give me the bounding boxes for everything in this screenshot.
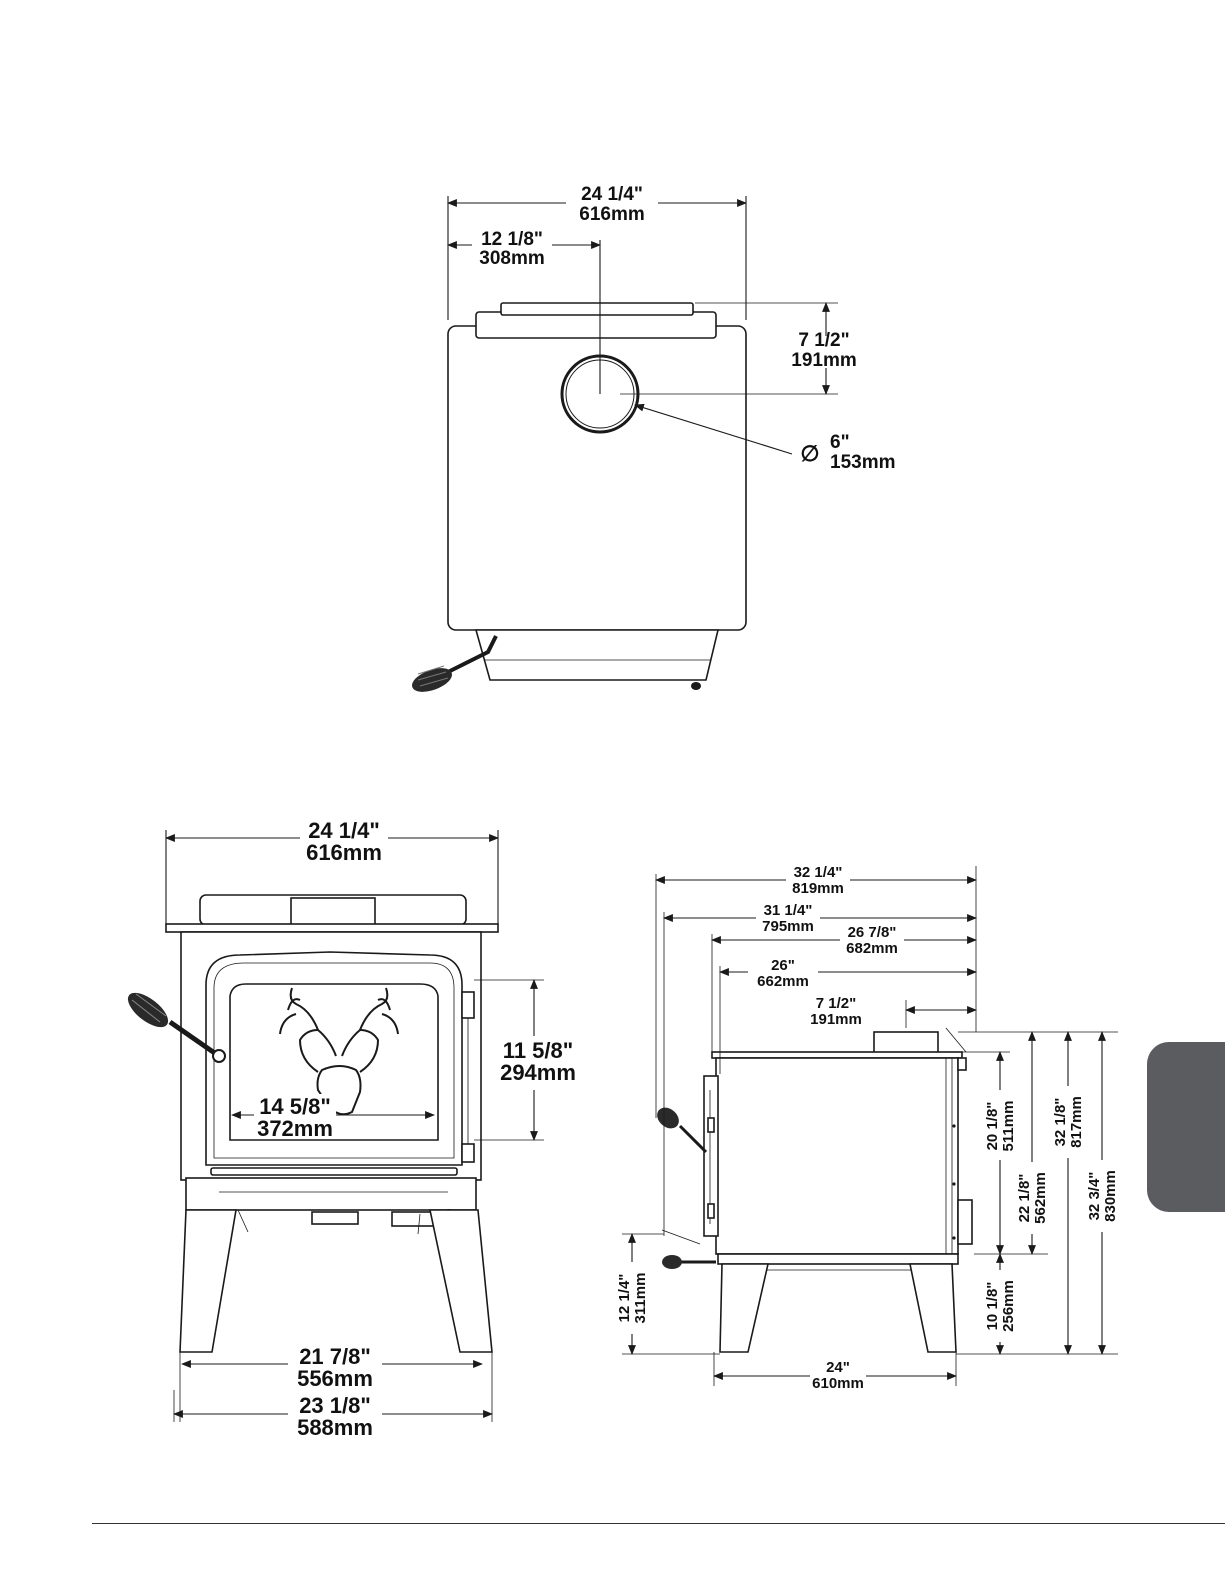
top-view: 24 1/4" 616mm 12 1/8" 308mm 7 1/2" 191mm… bbox=[409, 180, 896, 697]
flue-dia-mm: 153mm bbox=[830, 452, 896, 473]
flue-center-mm: 308mm bbox=[479, 248, 545, 269]
ash-lip bbox=[211, 1168, 457, 1175]
side-air-knob bbox=[662, 1255, 682, 1269]
front-width-mm: 616mm bbox=[306, 840, 382, 865]
hinge-bottom bbox=[462, 1144, 474, 1162]
side-d1-mm: 819mm bbox=[792, 880, 844, 897]
side-body bbox=[716, 1058, 958, 1254]
front-handle-knob bbox=[122, 987, 173, 1034]
side-h-total-mm: 830mm bbox=[1102, 1170, 1119, 1222]
side-d5-in: 7 1/2" bbox=[816, 995, 856, 1012]
section-tab bbox=[1147, 1042, 1225, 1212]
side-d5-mm: 191mm bbox=[810, 1011, 862, 1028]
side-d2-in: 31 1/4" bbox=[764, 902, 813, 919]
front-view: 24 1/4" 616mm 11 5/8" 294mm 14 5/8" 372m… bbox=[122, 817, 576, 1440]
side-handle-knob bbox=[653, 1103, 683, 1132]
side-leg-back bbox=[910, 1264, 956, 1352]
flue-dia-in: 6" bbox=[830, 432, 850, 453]
side-h-top-in: 32 1/8" bbox=[1052, 1098, 1069, 1147]
side-h-leg-in: 10 1/8" bbox=[984, 1282, 1001, 1331]
flue-depth-in: 7 1/2" bbox=[798, 330, 849, 351]
footer-rule bbox=[92, 1523, 1225, 1524]
side-d3-mm: 682mm bbox=[846, 940, 898, 957]
side-base bbox=[718, 1254, 958, 1264]
side-h-mid-in: 22 1/8" bbox=[1016, 1174, 1033, 1223]
side-d4-in: 26" bbox=[771, 957, 795, 974]
front-top-plate bbox=[166, 924, 498, 932]
door-height-mm: 294mm bbox=[500, 1060, 576, 1085]
top-view-top-grill bbox=[501, 303, 693, 315]
side-h-handle-in: 12 1/4" bbox=[616, 1274, 633, 1323]
side-d1-in: 32 1/4" bbox=[794, 864, 843, 881]
side-h-body-mm: 511mm bbox=[1000, 1101, 1017, 1152]
side-h-handle-mm: 311mm bbox=[632, 1273, 649, 1324]
side-h-mid-mm: 562mm bbox=[1032, 1172, 1049, 1224]
hinge-top bbox=[462, 992, 474, 1018]
top-view-handle-knob bbox=[409, 663, 455, 696]
side-d2-mm: 795mm bbox=[762, 918, 814, 935]
front-ash-box bbox=[186, 1178, 476, 1210]
top-view-base bbox=[476, 630, 718, 680]
side-h-top-mm: 817mm bbox=[1068, 1096, 1085, 1148]
top-width-in: 24 1/4" bbox=[581, 184, 643, 205]
front-leg-left bbox=[180, 1210, 236, 1352]
side-d3-in: 26 7/8" bbox=[848, 924, 897, 941]
side-h-leg-mm: 256mm bbox=[1000, 1280, 1017, 1332]
side-leg-span-mm: 610mm bbox=[812, 1375, 864, 1392]
side-h-total-in: 32 3/4" bbox=[1086, 1172, 1103, 1221]
top-view-plate bbox=[476, 312, 716, 338]
front-ash-pan bbox=[312, 1212, 358, 1224]
side-leg-front bbox=[720, 1264, 768, 1352]
door-width-mm: 372mm bbox=[257, 1116, 333, 1141]
front-top-vent bbox=[291, 898, 375, 926]
top-width-mm: 616mm bbox=[579, 204, 645, 225]
side-view: 32 1/4" 819mm 31 1/4" 795mm 26 7/8" 682m… bbox=[616, 862, 1120, 1392]
front-leg-right bbox=[430, 1210, 492, 1352]
flue-center-in: 12 1/8" bbox=[481, 229, 543, 250]
side-top-vent bbox=[874, 1032, 938, 1054]
flue-depth-mm: 191mm bbox=[791, 350, 857, 371]
side-h-body-in: 20 1/8" bbox=[984, 1102, 1001, 1151]
side-top-plate bbox=[712, 1052, 962, 1058]
leg-inner-mm: 556mm bbox=[297, 1366, 373, 1391]
diameter-symbol: ∅ bbox=[800, 441, 819, 466]
leg-outer-mm: 588mm bbox=[297, 1415, 373, 1440]
side-d4-mm: 662mm bbox=[757, 973, 809, 990]
side-leg-span-in: 24" bbox=[826, 1359, 850, 1376]
